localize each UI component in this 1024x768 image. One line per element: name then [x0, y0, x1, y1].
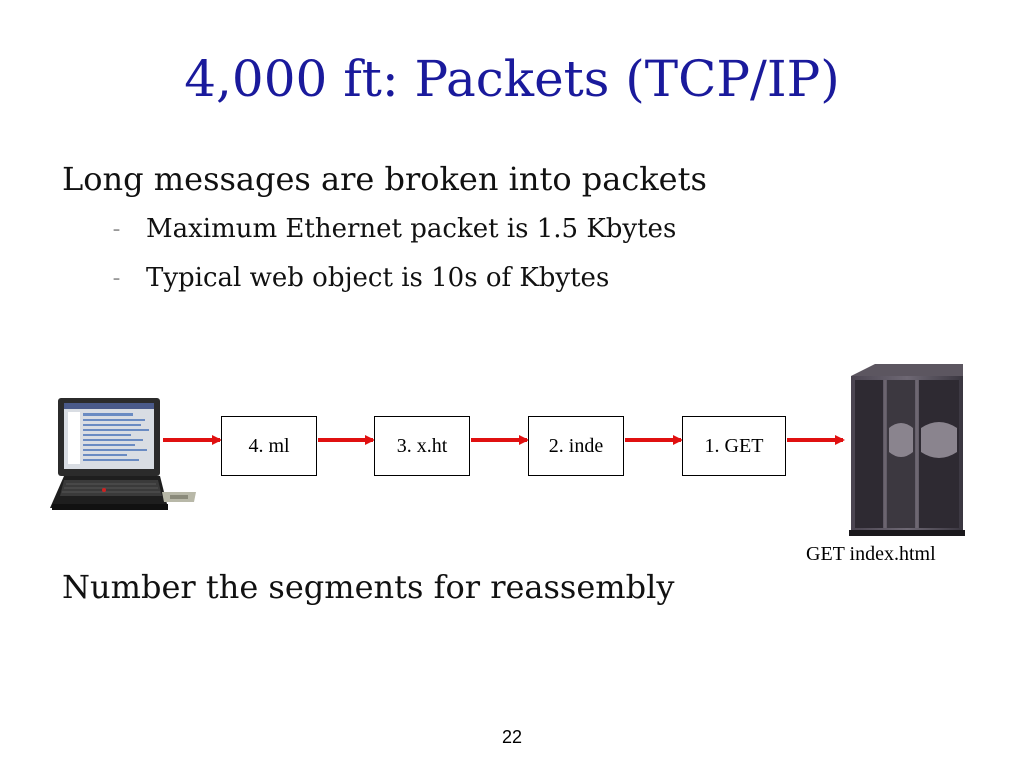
sub-bullet-web-object: – Typical web object is 10s of Kbytes	[113, 263, 609, 293]
packet-4: 4. ml	[221, 416, 317, 476]
bullet-number-segments: Number the segments for reassembly	[62, 568, 675, 606]
server-tower-icon	[849, 364, 965, 536]
packet-2: 2. inde	[528, 416, 624, 476]
sub-bullet-marker: –	[113, 271, 120, 287]
server-caption: GET index.html	[806, 543, 936, 565]
laptop-icon	[50, 398, 196, 510]
sub-bullet-text: Typical web object is 10s of Kbytes	[146, 263, 610, 293]
sub-bullet-ethernet: – Maximum Ethernet packet is 1.5 Kbytes	[113, 214, 676, 244]
page-number: 22	[501, 727, 523, 747]
packet-1: 1. GET	[682, 416, 786, 476]
packet-3: 3. x.ht	[374, 416, 470, 476]
sub-bullet-text: Maximum Ethernet packet is 1.5 Kbytes	[146, 214, 677, 244]
sub-bullet-marker: –	[113, 222, 120, 238]
bullet-long-messages: Long messages are broken into packets	[62, 160, 707, 198]
slide-title: 4,000 ft: Packets (TCP/IP)	[184, 50, 840, 108]
